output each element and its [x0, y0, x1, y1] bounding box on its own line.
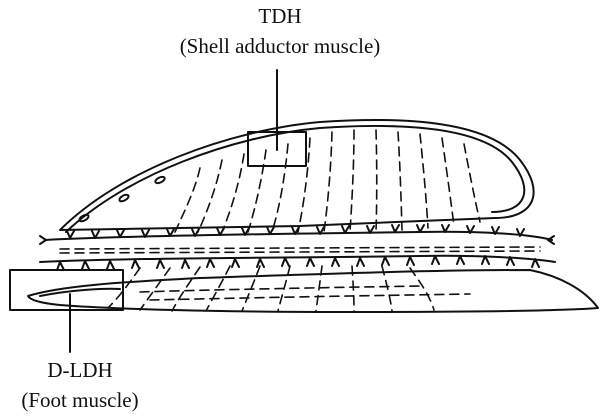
tdh-label: TDH	[180, 4, 380, 28]
shell-outline	[60, 120, 534, 232]
d-ldh-sample-box	[10, 270, 123, 310]
foot-muscle-fibers	[108, 266, 470, 311]
adductor-muscle-fibers	[175, 130, 480, 232]
foot-muscle-label: (Foot muscle)	[0, 388, 160, 412]
d-ldh-label: D-LDH	[10, 358, 150, 382]
foot-outline	[28, 270, 598, 312]
shell-adductor-muscle-label: (Shell adductor muscle)	[120, 34, 440, 58]
